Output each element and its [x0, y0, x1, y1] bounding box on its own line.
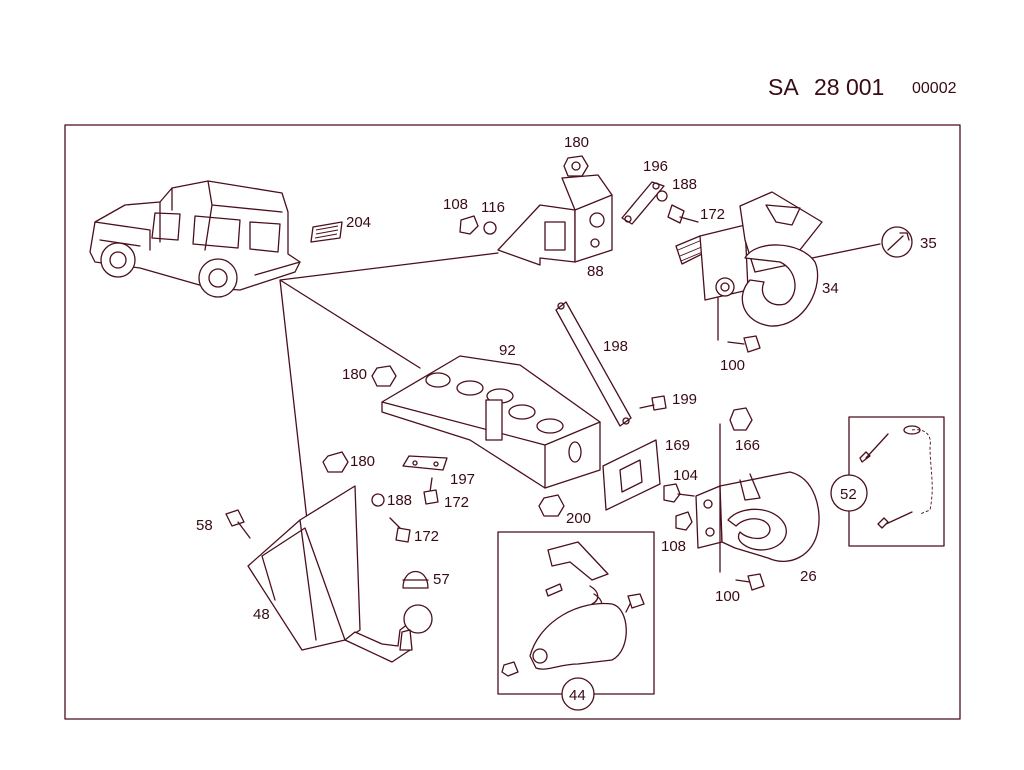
part-200-nut — [538, 494, 565, 517]
label-26: 26 — [800, 568, 817, 585]
callout-circle-44 — [561, 677, 595, 711]
part-48-towbar — [247, 485, 411, 663]
label-172-low: 172 — [414, 528, 439, 545]
part-180-nut-top — [563, 155, 589, 177]
part-188-washer-top — [656, 190, 668, 202]
label-34: 34 — [822, 280, 839, 297]
label-196: 196 — [643, 158, 668, 175]
label-199: 199 — [672, 391, 697, 408]
part-52-pin-chain — [859, 425, 933, 529]
part-116-washer — [483, 221, 497, 235]
tow-ball — [399, 604, 433, 651]
label-198: 198 — [603, 338, 628, 355]
label-188-top: 188 — [672, 176, 697, 193]
label-35: 35 — [920, 235, 937, 252]
part-172-bolt-b — [389, 517, 411, 543]
label-180-mid: 180 — [342, 366, 367, 383]
callout-labels: 180 196 188 108 116 172 204 35 88 34 100… — [196, 134, 937, 704]
label-108-low: 108 — [661, 538, 686, 555]
label-58: 58 — [196, 517, 213, 534]
part-88-bracket — [497, 174, 613, 266]
part-92-crossmember — [381, 355, 601, 489]
label-172-top: 172 — [700, 206, 725, 223]
label-92: 92 — [499, 342, 516, 359]
label-100-top: 100 — [720, 357, 745, 374]
part-198-strut — [555, 301, 632, 427]
label-104: 104 — [673, 467, 698, 484]
vehicle-drawing — [89, 180, 301, 298]
label-100-low: 100 — [715, 588, 740, 605]
label-44: 44 — [569, 687, 586, 704]
label-166: 166 — [735, 437, 760, 454]
part-169-plate — [602, 439, 661, 511]
label-169: 169 — [665, 437, 690, 454]
label-88: 88 — [587, 263, 604, 280]
part-34-pintle-hook — [675, 191, 823, 327]
label-180-top: 180 — [564, 134, 589, 151]
part-197-plate — [402, 455, 448, 471]
part-172-bolt-top — [667, 204, 699, 224]
label-197: 197 — [450, 471, 475, 488]
part-44-coupling — [501, 541, 645, 677]
callout-circle-52 — [830, 474, 868, 512]
label-180-low: 180 — [350, 453, 375, 470]
diagram-frame — [64, 124, 961, 720]
assembly-leaders — [279, 252, 499, 521]
part-108-nut-low — [675, 511, 693, 531]
part-180-nut-low — [322, 451, 349, 473]
part-100-bolt-low — [735, 573, 765, 591]
part-196-link — [621, 181, 665, 225]
part-58-bolt — [225, 509, 251, 539]
part-199-bolt — [639, 395, 667, 411]
label-204: 204 — [346, 214, 371, 231]
part-26-coupling — [695, 407, 820, 563]
label-116: 116 — [481, 199, 505, 216]
label-48: 48 — [253, 606, 270, 623]
part-180-nut-mid — [371, 365, 397, 387]
part-172-bolt-a — [423, 477, 439, 505]
label-57: 57 — [433, 571, 450, 588]
part-108-nut-top — [459, 215, 479, 235]
label-172-mid: 172 — [444, 494, 469, 511]
part-57-ball-cap — [402, 571, 429, 589]
leader-35 — [811, 243, 881, 259]
sheet-number: 00002 — [912, 80, 957, 97]
label-200: 200 — [566, 510, 591, 527]
label-188-mid: 188 — [387, 492, 412, 509]
wrench-icon — [887, 232, 910, 251]
part-100-bolt-top — [717, 297, 761, 353]
part-104-nut — [663, 483, 695, 503]
part-204-plate — [310, 221, 343, 243]
part-188-washer-mid — [371, 493, 385, 507]
group-number: 28 001 — [814, 74, 885, 100]
sa-prefix: SA — [768, 74, 799, 100]
label-108-top: 108 — [443, 196, 468, 213]
label-52: 52 — [840, 486, 857, 503]
